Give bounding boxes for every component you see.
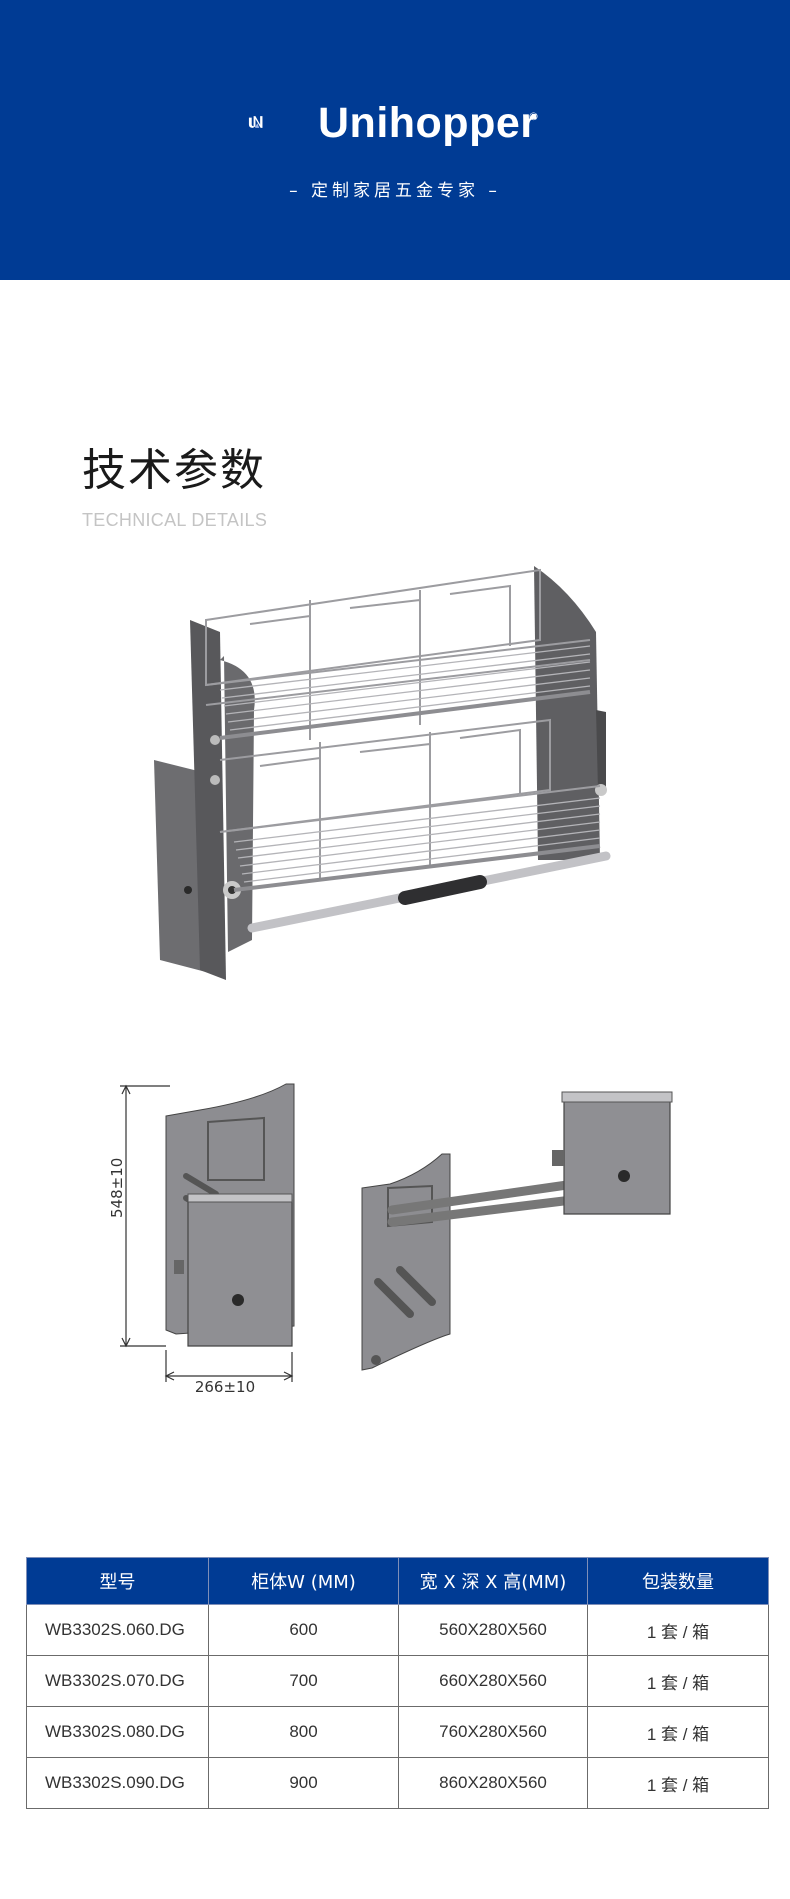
cell-dimensions: 760X280X560 [398, 1706, 588, 1758]
cell-model: WB3302S.060.DG [26, 1604, 209, 1656]
cell-dimensions: 860X280X560 [398, 1757, 588, 1809]
cell-cabinet-width: 600 [208, 1604, 399, 1656]
cell-dimensions: 660X280X560 [398, 1655, 588, 1707]
section-title: 技术参数 [82, 445, 266, 496]
table-row: WB3302S.080.DG 800 760X280X560 1 套 / 箱 [26, 1706, 769, 1758]
cell-dimensions: 560X280X560 [398, 1604, 588, 1656]
cell-model: WB3302S.070.DG [26, 1655, 209, 1707]
cell-model: WB3302S.080.DG [26, 1706, 209, 1758]
unihopper-logo-icon [248, 116, 263, 128]
cell-packing: 1 套 / 箱 [587, 1604, 769, 1656]
table-row: WB3302S.060.DG 600 560X280X560 1 套 / 箱 [26, 1604, 769, 1656]
column-header-dimensions: 宽 X 深 X 高(MM) [398, 1557, 588, 1605]
brand-header: Unihopper ® – 定制家居五金专家 – [0, 0, 790, 280]
height-dimension: 548±10 [108, 1157, 126, 1218]
cell-cabinet-width: 900 [208, 1757, 399, 1809]
depth-dimension: 266±10 [194, 1378, 256, 1396]
section-subtitle: TECHNICAL DETAILS [82, 510, 268, 530]
table-row: WB3302S.090.DG 900 860X280X560 1 套 / 箱 [26, 1757, 769, 1809]
cell-packing: 1 套 / 箱 [587, 1655, 769, 1707]
table-header-row: 型号 柜体W (MM) 宽 X 深 X 高(MM) 包装数量 [26, 1557, 769, 1605]
column-header-packing: 包装数量 [587, 1557, 769, 1605]
tagline: – 定制家居五金专家 – [289, 181, 501, 201]
cell-packing: 1 套 / 箱 [587, 1706, 769, 1758]
table-row: WB3302S.070.DG 700 660X280X560 1 套 / 箱 [26, 1655, 769, 1707]
column-header-cabinet-width: 柜体W (MM) [208, 1557, 399, 1605]
technical-drawing [120, 1083, 673, 1382]
product-image [154, 566, 611, 980]
cell-model: WB3302S.090.DG [26, 1757, 209, 1809]
cell-cabinet-width: 800 [208, 1706, 399, 1758]
cell-packing: 1 套 / 箱 [587, 1757, 769, 1809]
column-header-model: 型号 [26, 1557, 209, 1605]
cell-cabinet-width: 700 [208, 1655, 399, 1707]
spec-table: 型号 柜体W (MM) 宽 X 深 X 高(MM) 包装数量 WB3302S.0… [26, 1557, 769, 1809]
brand-name: Unihopper [318, 99, 538, 147]
registered-mark: ® [528, 110, 539, 123]
